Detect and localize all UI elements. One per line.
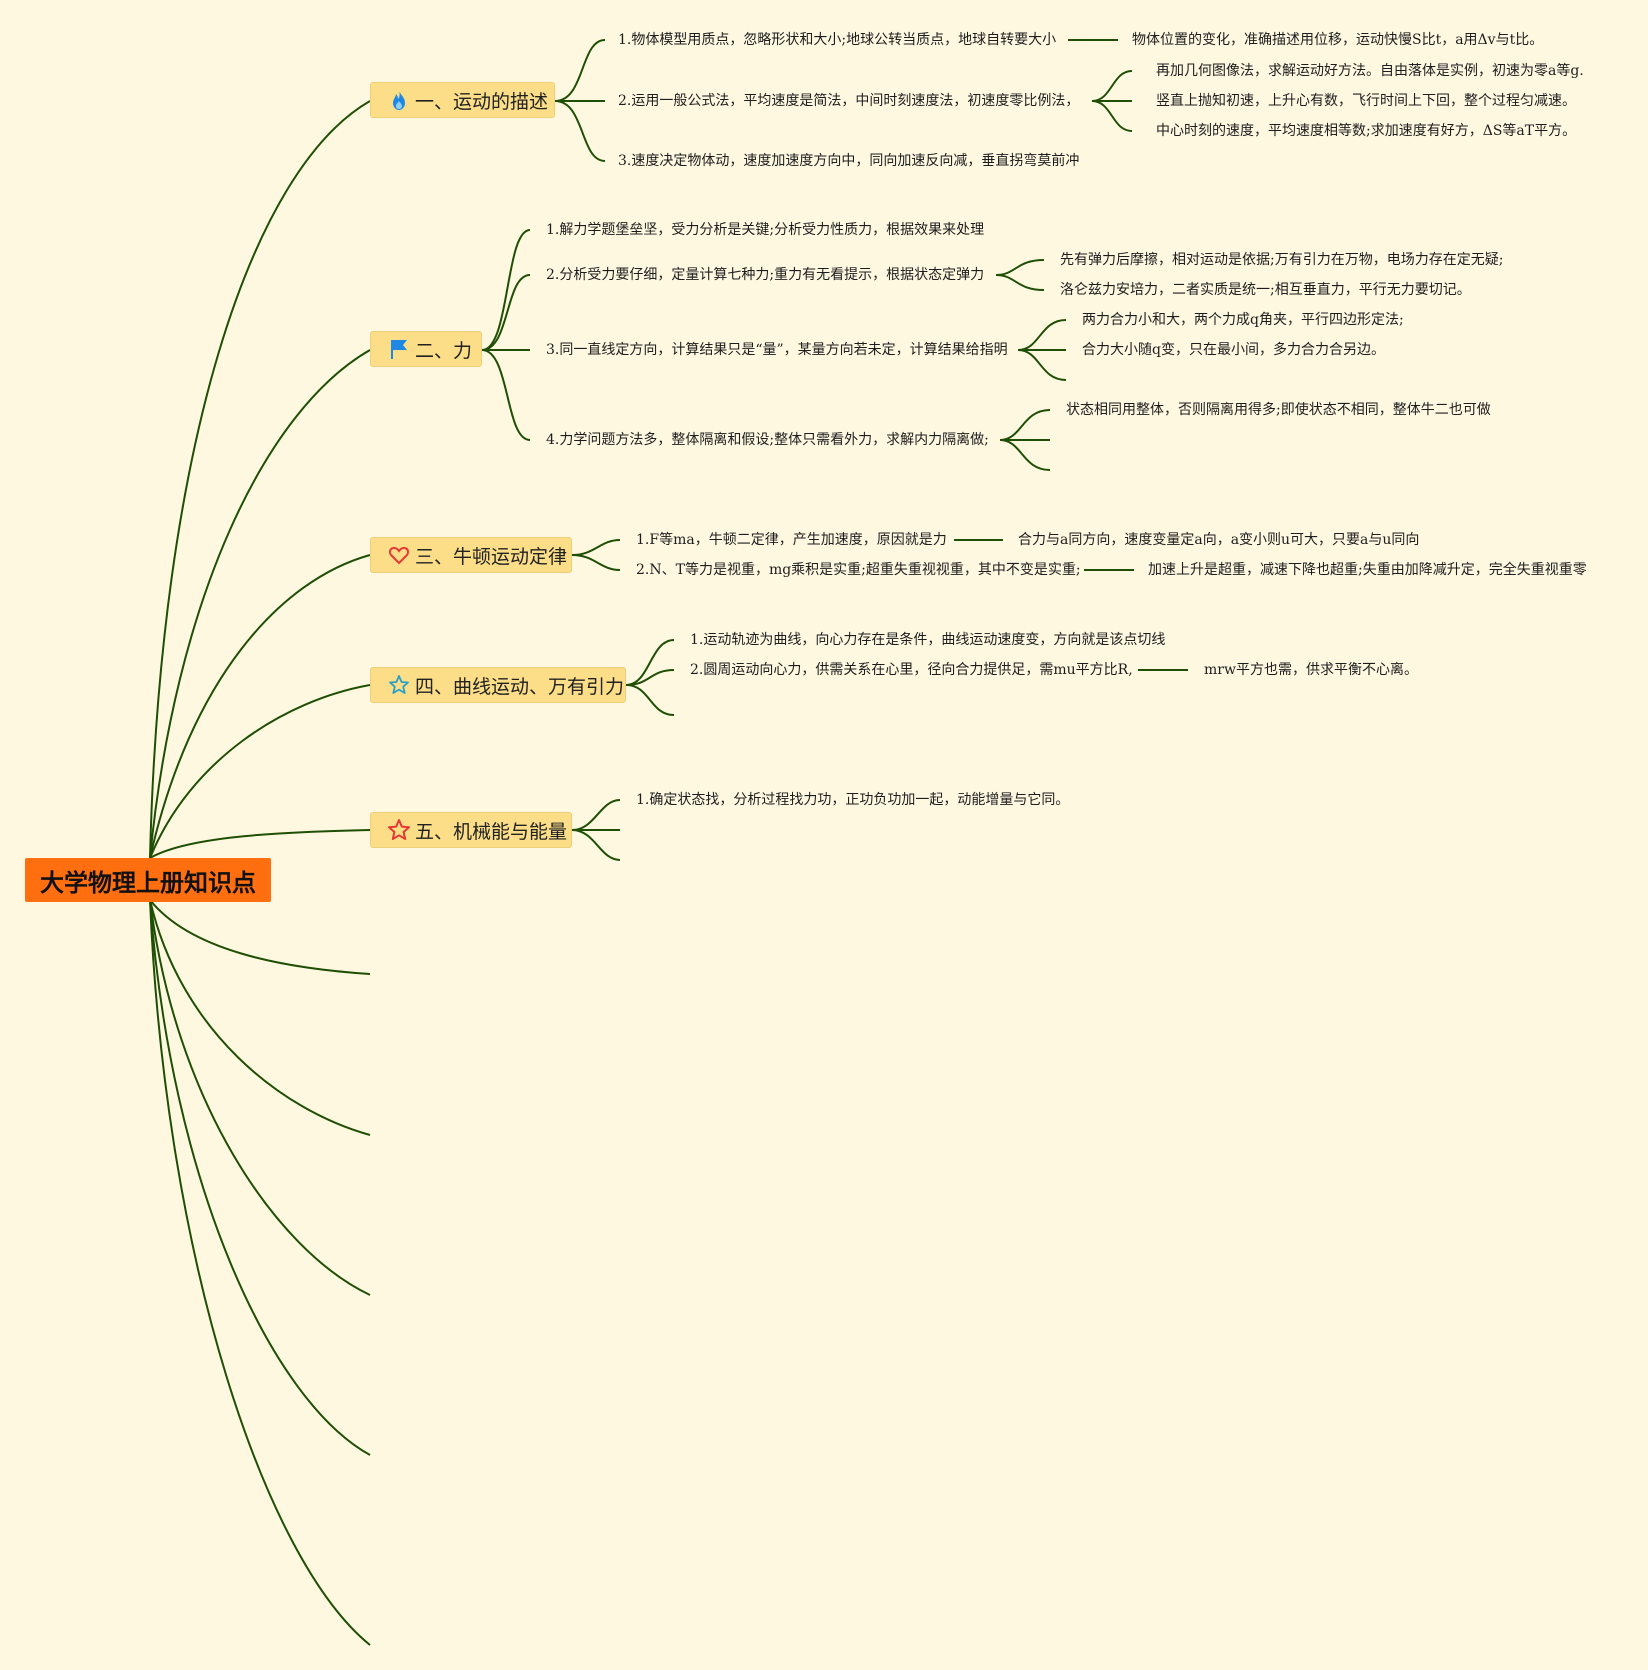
branch-force[interactable]: 二、力 — [370, 331, 482, 367]
branch-label: 三、牛顿运动定律 — [415, 545, 568, 568]
heart-icon — [387, 543, 411, 567]
branch-mechanical-energy[interactable]: 五、机械能与能量 — [370, 812, 572, 848]
branch-motion-description[interactable]: 一、运动的描述 — [370, 82, 555, 118]
leaf-text[interactable]: 2.分析受力要仔细，定量计算七种力;重力有无看提示，根据状态定弹力 — [546, 267, 985, 283]
branch-curvilinear-gravitation[interactable]: 四、曲线运动、万有引力 — [370, 667, 626, 703]
leaf-text[interactable]: 1.物体模型用质点，忽略形状和大小;地球公转当质点，地球自转要大小 — [618, 32, 1057, 48]
star-outline-icon — [387, 673, 411, 697]
leaf-text[interactable]: 2.运用一般公式法，平均速度是简法，中间时刻速度法，初速度零比例法， — [618, 93, 1080, 109]
leaf-text[interactable]: 中心时刻的速度，平均速度相等数;求加速度有好方，ΔS等aT平方。 — [1156, 123, 1577, 139]
leaf-text[interactable]: mrw平方也需，供求平衡不心离。 — [1204, 662, 1418, 678]
leaf-text[interactable]: 1.确定状态找，分析过程找力功，正功负功加一起，动能增量与它同。 — [636, 792, 1070, 808]
leaf-text[interactable]: 洛仑兹力安培力，二者实质是统一;相互垂直力，平行无力要切记。 — [1060, 282, 1471, 298]
leaf-text[interactable]: 两力合力小和大，两个力成q角夹，平行四边形定法; — [1082, 312, 1404, 328]
root-topic[interactable]: 大学物理上册知识点 — [25, 858, 271, 902]
leaf-text[interactable]: 4.力学问题方法多，整体隔离和假设;整体只需看外力，求解内力隔离做; — [546, 432, 989, 448]
leaf-text[interactable]: 2.圆周运动向心力，供需关系在心里，径向合力提供足，需mu平方比R, — [690, 662, 1133, 678]
leaf-text[interactable]: 加速上升是超重，减速下降也超重;失重由加降减升定，完全失重视重零 — [1148, 562, 1587, 578]
branch-label: 一、运动的描述 — [415, 90, 549, 113]
branch-label: 二、力 — [415, 339, 473, 362]
leaf-text[interactable]: 1.解力学题堡垒坚，受力分析是关键;分析受力性质力，根据效果来处理 — [546, 222, 985, 238]
leaf-text[interactable]: 合力大小随q变，只在最小间，多力合力合另边。 — [1082, 342, 1385, 358]
leaf-text[interactable]: 合力与a同方向，速度变量定a向，a变小则u可大，只要a与u同向 — [1018, 532, 1420, 548]
leaf-text[interactable]: 竖直上抛知初速，上升心有数，飞行时间上下回，整个过程匀减速。 — [1156, 93, 1576, 109]
leaf-text[interactable]: 3.同一直线定方向，计算结果只是“量”，某量方向若未定，计算结果给指明 — [546, 342, 1008, 358]
leaf-text[interactable]: 2.N、T等力是视重，mg乘积是实重;超重失重视视重，其中不变是实重; — [636, 562, 1081, 578]
flag-icon — [387, 337, 411, 361]
branch-label: 四、曲线运动、万有引力 — [415, 675, 625, 698]
leaf-text[interactable]: 3.速度决定物体动，速度加速度方向中，同向加速反向减，垂直拐弯莫前冲 — [618, 153, 1080, 169]
flame-icon — [387, 88, 411, 112]
branch-newton-laws[interactable]: 三、牛顿运动定律 — [370, 537, 572, 573]
leaf-text[interactable]: 先有弹力后摩擦，相对运动是依据;万有引力在万物，电场力存在定无疑; — [1060, 252, 1504, 268]
leaf-text[interactable]: 1.运动轨迹为曲线，向心力存在是条件，曲线运动速度变，方向就是该点切线 — [690, 632, 1166, 648]
star-outline-icon — [387, 818, 411, 842]
leaf-text[interactable]: 状态相同用整体，否则隔离用得多;即使状态不相同，整体牛二也可做 — [1066, 402, 1491, 418]
branch-label: 五、机械能与能量 — [415, 820, 568, 843]
leaf-text[interactable]: 物体位置的变化，准确描述用位移，运动快慢S比t，a用Δv与t比。 — [1132, 32, 1544, 48]
leaf-text[interactable]: 再加几何图像法，求解运动好方法。自由落体是实例，初速为零a等g. — [1156, 63, 1584, 79]
leaf-text[interactable]: 1.F等ma，牛顿二定律，产生加速度，原因就是力 — [636, 532, 947, 548]
